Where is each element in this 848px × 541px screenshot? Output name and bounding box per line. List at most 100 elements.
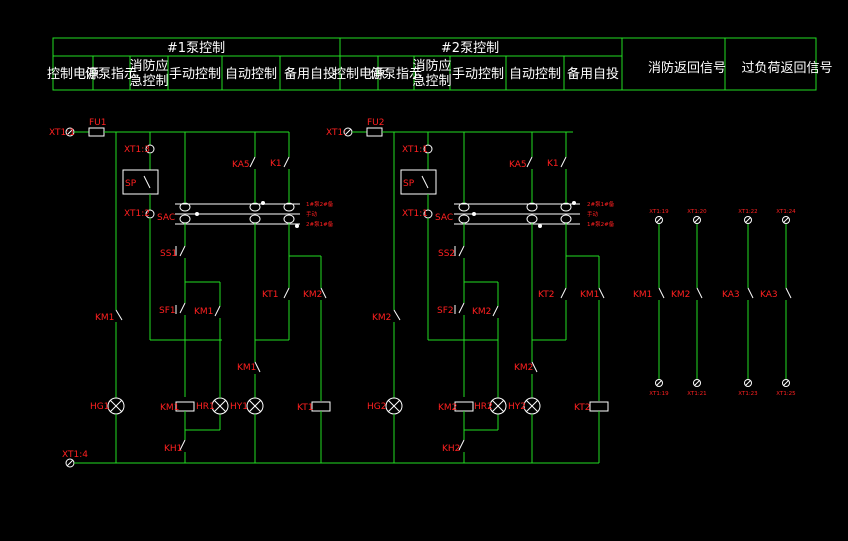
p2-km-aux: KM1: [580, 290, 599, 300]
p2-t-sp-bot: XT1:1: [402, 209, 428, 219]
p2-coil: KM2: [438, 403, 457, 413]
p1-km-left: KM1: [95, 313, 114, 323]
p1-kt: KT1: [262, 290, 278, 300]
pump2-col-0: 控制电源: [333, 67, 385, 82]
terminal-icon: [744, 379, 752, 387]
terminal-icon: [655, 216, 663, 224]
terminal-icon: [782, 216, 790, 224]
p1-coil: KM1: [160, 403, 179, 413]
return-bottom-terminal: XT1:23: [738, 391, 758, 397]
p1-km-hold: KM1: [194, 307, 213, 317]
terminal-slash: [783, 380, 789, 386]
p1-t-sp-top: XT1:3: [124, 145, 150, 155]
header-table: #1泵控制 #2泵控制 消防返回信号 过负荷返回信号 控制电源停泵指示消防应急控…: [47, 37, 833, 91]
pump1-col-0: 控制电源: [47, 67, 99, 82]
return-top-terminal: XT1:22: [738, 209, 757, 215]
p2-sel3: 1#泵2#备: [587, 220, 615, 228]
p2-sel2: 手动: [587, 210, 599, 218]
p1-hy: HY1: [230, 402, 248, 412]
p2-ss: SS2: [438, 249, 455, 259]
return-signal-circuit: XT1:19KM1XT1:19XT1:20KM2XT1:21XT1:22KA3X…: [633, 209, 796, 397]
p2-t-sp-top: XT1:1: [402, 145, 428, 155]
p1-sf: SF1: [159, 306, 176, 316]
p2-kh: KH2: [442, 444, 460, 454]
p1-km-mid: KM1: [237, 363, 256, 373]
pump1-circuit: XT1:1 FU1 XT1:4 KM1 HG1 XT1:3 SP XT1:2 S…: [49, 118, 599, 468]
contact-icon: [320, 287, 327, 299]
return-contact-label: KM2: [671, 290, 690, 300]
start-button-icon: [179, 302, 186, 314]
p2-k1: K1: [547, 159, 559, 169]
p2-hr: HR2: [474, 402, 493, 412]
pump1-col-1: 停泵指示: [85, 66, 137, 82]
p1-sel2: 手动: [306, 210, 318, 218]
p2-km-mid: KM2: [514, 363, 533, 373]
p2-hy: HY2: [508, 402, 526, 412]
p2-km-left: KM2: [372, 313, 391, 323]
return-top-terminal: XT1:24: [776, 209, 796, 215]
return-bottom-terminal: XT1:19: [649, 391, 669, 397]
contact-icon: [393, 309, 401, 321]
pump1-col-2: 消防应急控制: [129, 58, 168, 89]
p2-sp: SP: [403, 179, 415, 189]
p1-km-aux: KM2: [303, 290, 322, 300]
p1-sac: SAC: [157, 213, 175, 223]
pressure-switch-icon: [400, 169, 437, 195]
contact-icon: [492, 305, 499, 317]
p2-selector-switch: 2#泵1#备 手动 1#泵2#备: [454, 200, 615, 228]
contact-icon: [658, 287, 665, 299]
terminal-slash: [694, 380, 700, 386]
pump1-title: #1泵控制: [167, 41, 225, 56]
p1-selector-switch: 1#泵2#备 手动 2#泵1#备: [175, 200, 334, 228]
timer-contact-icon: [283, 287, 290, 299]
p1-k1: K1: [270, 159, 282, 169]
pump1-col-3: 手动控制: [169, 67, 221, 82]
terminal-slash: [656, 217, 662, 223]
contact-icon: [526, 156, 533, 168]
contact-icon: [531, 361, 538, 373]
p1-hg: HG1: [90, 402, 109, 412]
p1-terminal-in: XT1:1: [49, 128, 75, 138]
terminal-icon: [693, 379, 701, 387]
pump2-circuit: XT1: FU2 KM2 HG2 XT1:1 SP XT1:1 SAC: [326, 118, 615, 463]
p1-sel3: 2#泵1#备: [306, 220, 334, 228]
p1-kh: KH1: [164, 444, 182, 454]
p1-sp: SP: [125, 179, 137, 189]
thermal-relay-icon: [179, 439, 186, 451]
p1-t-sp-bot: XT1:2: [124, 209, 150, 219]
overload-return-title: 过负荷返回信号: [741, 61, 832, 76]
pressure-switch-icon: [122, 169, 159, 195]
pump2-col-3: 手动控制: [452, 67, 504, 82]
contact-icon: [115, 309, 123, 321]
p2-sf: SF2: [437, 306, 454, 316]
contact-icon: [696, 287, 703, 299]
contact-icon: [254, 361, 261, 373]
terminal-icon: [693, 216, 701, 224]
fuse-icon: [88, 127, 105, 137]
p2-hg: HG2: [367, 402, 386, 412]
terminal-slash: [694, 217, 700, 223]
p2-ka5: KA5: [509, 160, 527, 170]
pump2-col-2: 消防应急控制: [412, 58, 451, 89]
p1-sel1: 1#泵2#备: [306, 200, 334, 208]
stop-button-icon: [458, 245, 465, 257]
pump2-title: #2泵控制: [441, 41, 499, 56]
start-button-icon: [458, 302, 465, 314]
pump1-col-4: 自动控制: [225, 67, 277, 82]
fire-return-title: 消防返回信号: [648, 60, 726, 76]
contact-icon: [598, 287, 605, 299]
stop-button-icon: [179, 245, 186, 257]
return-contact-label: KM1: [633, 290, 652, 300]
return-top-terminal: XT1:20: [687, 209, 707, 215]
p2-sel1: 2#泵1#备: [587, 200, 615, 208]
coil-icon: [454, 401, 474, 412]
fuse-icon: [366, 127, 383, 137]
p1-ka5: KA5: [232, 160, 250, 170]
timer-coil-icon: [589, 401, 609, 412]
p2-fuse: FU2: [367, 118, 385, 128]
return-contact-label: KA3: [760, 290, 778, 300]
terminal-icon: [655, 379, 663, 387]
pump2-col-4: 自动控制: [509, 67, 561, 82]
return-contact-label: KA3: [722, 290, 740, 300]
p1-ss: SS1: [160, 249, 177, 259]
